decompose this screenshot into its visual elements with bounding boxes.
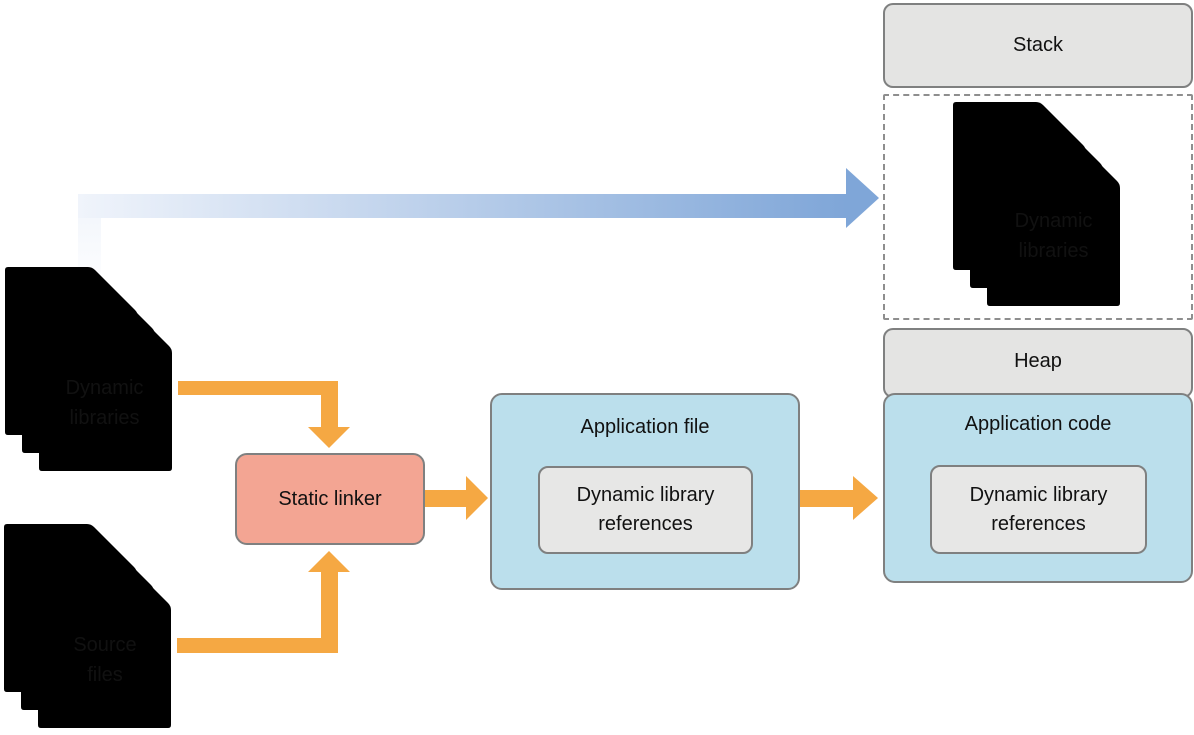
source-files-label-line1: Source xyxy=(73,634,137,656)
static-linker-box: Static linker xyxy=(235,453,425,545)
loaded-dynamic-libraries-label: Dynamic libraries xyxy=(987,206,1120,266)
arrow-sources-to-linker-v xyxy=(321,572,338,653)
dynamic-libraries-label-line2: libraries xyxy=(69,407,140,429)
application-file-references-box: Dynamic library references xyxy=(538,466,753,554)
arrow-dynlibs-to-linker-v xyxy=(321,381,338,428)
arrow-dynlibs-to-linker-h xyxy=(178,381,338,395)
source-files-label: Source files xyxy=(38,630,172,690)
heap-label: Heap xyxy=(1014,350,1062,372)
stack-box xyxy=(883,3,1193,88)
application-file-references-line2: references xyxy=(598,513,693,535)
dynamic-libraries-files-icon xyxy=(5,267,172,471)
arrow-appfile-to-heap-shaft xyxy=(800,490,853,507)
application-code-references-line1: Dynamic library xyxy=(969,483,1108,506)
static-linker-label: Static linker xyxy=(278,487,382,510)
application-code-title: Application code xyxy=(964,413,1112,435)
dynamic-libraries-label-line1: Dynamic xyxy=(65,377,144,399)
heap-box xyxy=(883,328,1193,398)
application-code-references-line2: references xyxy=(991,512,1086,535)
application-file-title: Application file xyxy=(580,416,710,438)
load-arrow-shaft xyxy=(78,194,846,218)
source-files-label-line2: files xyxy=(87,664,123,686)
arrow-appfile-to-heap-head xyxy=(853,476,878,520)
application-file-references-line1: Dynamic library xyxy=(576,484,715,506)
loaded-dynamic-libraries-label-line2: libraries xyxy=(1018,240,1089,262)
source-files-icon xyxy=(4,524,171,728)
arrow-linker-to-appfile-shaft xyxy=(425,490,466,507)
loaded-dynamic-libraries-icon xyxy=(953,102,1120,306)
dynamic-libraries-label: Dynamic libraries xyxy=(39,373,170,433)
stack-label: Stack xyxy=(1012,34,1064,56)
arrow-sources-to-linker-h xyxy=(177,638,338,653)
loaded-dynamic-libraries-label-line1: Dynamic xyxy=(1014,210,1093,232)
load-arrow-head xyxy=(846,168,879,228)
arrow-sources-to-linker-head xyxy=(308,551,350,572)
arrow-dynlibs-to-linker-head xyxy=(308,427,350,448)
application-code-references-box: Dynamic library references xyxy=(930,465,1147,554)
arrow-linker-to-appfile-head xyxy=(466,476,488,520)
